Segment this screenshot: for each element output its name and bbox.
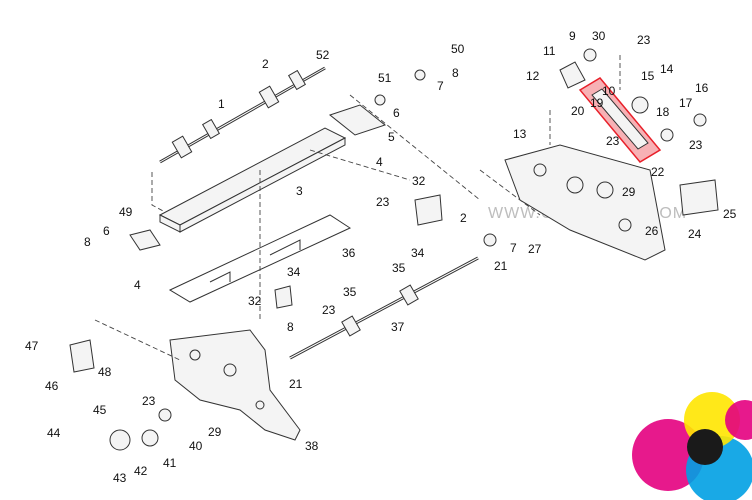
callout-14: 14	[660, 62, 674, 76]
callout-6: 6	[393, 106, 400, 120]
callout-32-upper: 32	[412, 174, 426, 188]
callout-8: 8	[452, 66, 459, 80]
callout-5: 5	[388, 130, 395, 144]
callout-7: 7	[437, 79, 444, 93]
callout-3: 3	[296, 184, 303, 198]
callout-7-right: 7	[510, 241, 517, 255]
highlight-part-19	[578, 77, 662, 163]
callout-20: 20	[571, 104, 585, 118]
callout-24: 24	[688, 227, 702, 241]
callout-23-low: 23	[322, 303, 336, 317]
callout-8-left: 8	[84, 235, 91, 249]
callout-4-left: 4	[134, 278, 141, 292]
callout-32-lower: 32	[248, 294, 262, 308]
callout-23-center: 23	[376, 195, 390, 209]
assembly-lines	[94, 55, 621, 361]
callout-38: 38	[305, 439, 319, 453]
callout-42: 42	[134, 464, 148, 478]
callout-46: 46	[45, 379, 59, 393]
callout-10: 10	[602, 84, 616, 98]
callout-21-lower: 21	[289, 377, 303, 391]
callout-4: 4	[376, 155, 383, 169]
callout-29-upper: 29	[622, 185, 636, 199]
shaft-37	[289, 256, 479, 360]
callout-35-upper: 35	[392, 261, 406, 275]
callout-44: 44	[47, 426, 61, 440]
callout-6-left: 6	[103, 224, 110, 238]
callout-49: 49	[119, 205, 133, 219]
callout-16: 16	[695, 81, 709, 95]
callout-36: 36	[342, 246, 356, 260]
callout-23-right: 23	[689, 138, 703, 152]
callout-30: 30	[592, 29, 606, 43]
callout-19: 19	[590, 96, 604, 110]
callout-45: 45	[93, 403, 107, 417]
cmyk-logo	[632, 392, 752, 500]
callout-43: 43	[113, 471, 127, 485]
callout-23-mid: 23	[606, 134, 620, 148]
callout-13: 13	[513, 127, 527, 141]
callout-2-mid: 2	[460, 211, 467, 225]
callout-51: 51	[378, 71, 392, 85]
frame-26	[504, 144, 666, 261]
callout-25: 25	[723, 207, 737, 221]
callout-41: 41	[163, 456, 177, 470]
callout-37: 37	[391, 320, 405, 334]
small-parts	[69, 48, 719, 451]
callout-2: 2	[262, 57, 269, 71]
callout-35-lower: 35	[343, 285, 357, 299]
callout-29-lower: 29	[208, 425, 222, 439]
sheet-36	[168, 214, 352, 303]
guide-plate-3	[158, 127, 347, 233]
callout-23-left: 23	[142, 394, 156, 408]
roller-1	[159, 66, 326, 164]
callout-12: 12	[526, 69, 540, 83]
callout-27: 27	[528, 242, 542, 256]
callout-8-mid: 8	[287, 320, 294, 334]
callout-48: 48	[98, 365, 112, 379]
callout-50: 50	[451, 42, 465, 56]
callout-18: 18	[656, 105, 670, 119]
callout-47: 47	[25, 339, 39, 353]
callout-1: 1	[218, 97, 225, 111]
callout-15: 15	[641, 69, 655, 83]
callout-23-top: 23	[637, 33, 651, 47]
callout-22: 22	[651, 165, 665, 179]
callout-11: 11	[543, 44, 556, 58]
callout-9: 9	[569, 29, 576, 43]
callout-34-lower: 34	[287, 265, 301, 279]
callout-52: 52	[316, 48, 330, 62]
callout-34-upper: 34	[411, 246, 425, 260]
callout-40: 40	[189, 439, 203, 453]
callout-17: 17	[679, 96, 693, 110]
callout-21-upper: 21	[494, 259, 508, 273]
callout-26: 26	[645, 224, 659, 238]
callout-labels: 1 2 3 4 5 6 7 8 9 10 11 12 13 14 15 16 1…	[25, 29, 737, 485]
frame-38	[169, 329, 301, 441]
